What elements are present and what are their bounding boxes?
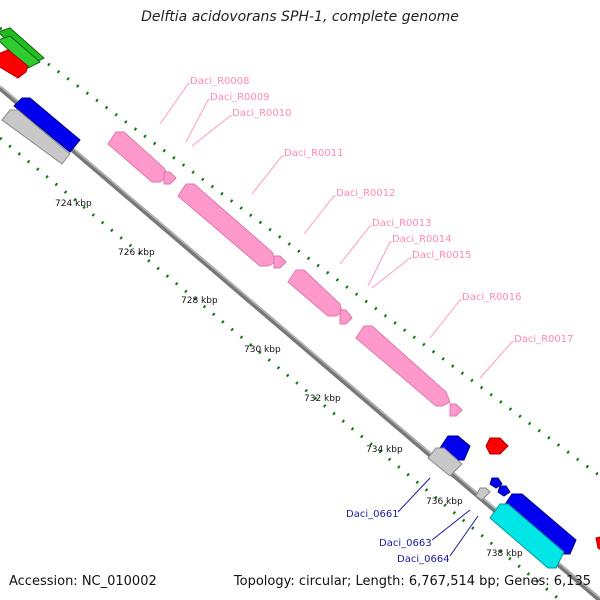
scale-tick-label: 736 kbp — [426, 497, 463, 507]
map-title: Delftia acidovorans SPH-1, complete geno… — [141, 9, 459, 25]
rna-gene-label[interactable]: Daci_R0009 — [210, 92, 270, 103]
genome-summary-label: Topology: circular; Length: 6,767,514 bp… — [233, 574, 591, 589]
feature-red-cds-top[interactable] — [0, 49, 29, 79]
rna-feature-r0013[interactable] — [287, 269, 343, 317]
feature-gray-cds-mid[interactable] — [427, 447, 463, 477]
rna-feature-r0016[interactable] — [355, 325, 451, 407]
rna-gene-label[interactable]: Daci_R0008 — [190, 76, 250, 87]
feature-gray-cds-small[interactable] — [475, 487, 491, 501]
rna-gene-label[interactable]: Daci_R0012 — [336, 188, 396, 199]
rna-feature-r0009[interactable] — [163, 171, 177, 185]
scale-tick-label: 738 kbp — [486, 549, 523, 559]
scale-tick-label: 732 kbp — [304, 394, 341, 404]
gene-label[interactable]: Daci_0663 — [379, 538, 432, 549]
rna-gene-label[interactable]: Daci_R0014 — [392, 234, 452, 245]
scale-tick-label: 728 kbp — [181, 296, 218, 306]
scale-tick-label: 734 kbp — [366, 445, 403, 455]
rna-gene-label[interactable]: Daci_R0011 — [284, 148, 344, 159]
feature-blue-cds-small-b[interactable] — [497, 485, 511, 497]
rna-feature-r0011[interactable] — [177, 183, 277, 267]
accession-label: Accession: NC_010002 — [9, 574, 157, 589]
rna-gene-label[interactable]: Daci_R0016 — [462, 292, 522, 303]
rna-feature-r0015[interactable] — [339, 309, 353, 325]
inner-dotted-track — [0, 136, 561, 600]
rna-gene-label[interactable]: Daci_R0017 — [514, 334, 574, 345]
gene-label[interactable]: Daci_0664 — [397, 554, 450, 565]
feature-red-cds-mid[interactable] — [485, 437, 509, 455]
feature-gray-cds-top[interactable] — [1, 109, 71, 165]
rna-feature-r0012[interactable] — [273, 255, 287, 269]
feature-blue-cds-small-a[interactable] — [489, 477, 503, 489]
rna-gene-label[interactable]: Daci_R0013 — [372, 218, 432, 229]
scale-tick-label: 726 kbp — [118, 248, 155, 258]
scale-tick-label: 724 kbp — [55, 199, 92, 209]
rna-feature-r0008[interactable] — [107, 131, 169, 183]
gene-label-leaders — [397, 477, 479, 557]
rna-feature-r0017[interactable] — [449, 403, 463, 417]
scale-tick-labels: 724 kbp 726 kbp 728 kbp 730 kbp 732 kbp 734 k… — [55, 199, 523, 559]
rna-label-group: Daci_R0008Daci_R0009Daci_R0010Daci_R0011… — [190, 76, 574, 345]
rna-label-leaders — [159, 83, 514, 379]
rna-gene-label[interactable]: Daci_R0015 — [412, 250, 472, 261]
scale-tick-label: 730 kbp — [244, 345, 281, 355]
gene-label[interactable]: Daci_0661 — [346, 509, 399, 520]
feature-cyan-cds[interactable] — [489, 503, 565, 569]
feature-green-cds[interactable] — [0, 27, 45, 69]
feature-red-cds-edge[interactable] — [595, 536, 600, 552]
feature-blue-cds-top[interactable] — [13, 97, 81, 153]
outer-dotted-track — [0, 26, 600, 478]
rna-gene-label[interactable]: Daci_R0010 — [232, 108, 292, 119]
